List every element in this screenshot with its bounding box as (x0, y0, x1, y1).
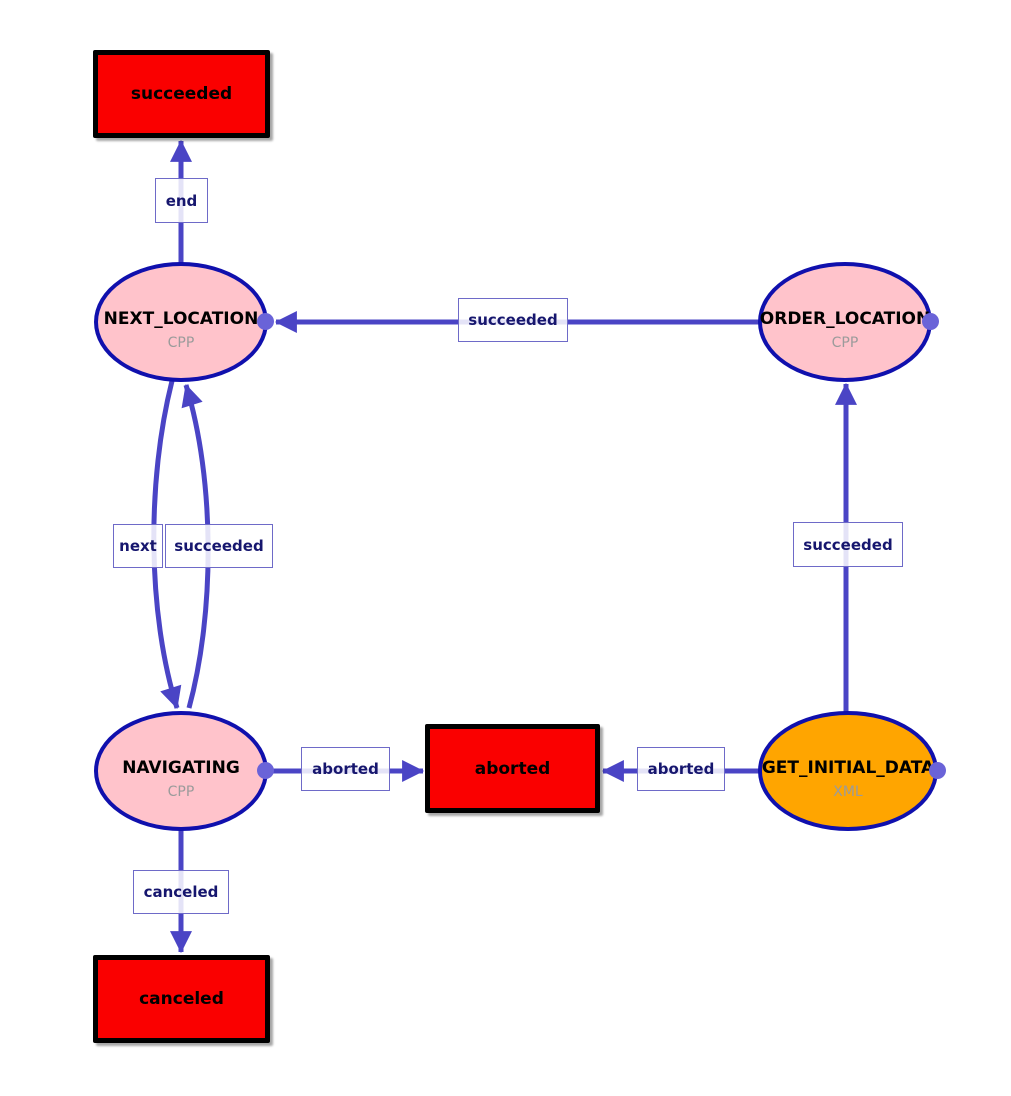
edge-label-aborted-from-navigating[interactable]: aborted (301, 747, 390, 791)
edge-label-canceled[interactable]: canceled (133, 870, 229, 914)
port-dot-next-location[interactable] (257, 313, 274, 330)
final-state-succeeded[interactable]: succeeded (93, 50, 270, 138)
state-next-location-label: NEXT_LOCATION (103, 308, 259, 329)
port-dot-order-location[interactable] (922, 313, 939, 330)
state-order-location[interactable]: ORDER_LOCATION CPP (758, 262, 932, 382)
edge-label-end[interactable]: end (155, 178, 208, 223)
edge-label-aborted-from-get[interactable]: aborted (637, 747, 725, 791)
state-next-location-type: CPP (167, 334, 195, 351)
state-next-location[interactable]: NEXT_LOCATION CPP (94, 262, 268, 382)
edge-label-succeeded-navigating-to-next[interactable]: succeeded (165, 524, 273, 568)
state-order-location-label: ORDER_LOCATION (759, 308, 931, 329)
port-dot-get-initial-data[interactable] (929, 762, 946, 779)
edge-label-succeeded-order-to-next[interactable]: succeeded (458, 298, 568, 342)
state-get-initial-data-type: XML (833, 783, 863, 800)
state-navigating[interactable]: NAVIGATING CPP (94, 711, 268, 831)
edge-label-next[interactable]: next (113, 524, 163, 568)
state-get-initial-data-label: GET_INITIAL_DATA (761, 757, 935, 778)
state-navigating-label: NAVIGATING (122, 757, 240, 778)
state-get-initial-data[interactable]: GET_INITIAL_DATA XML (758, 711, 938, 831)
final-state-aborted[interactable]: aborted (425, 724, 600, 813)
state-order-location-type: CPP (831, 334, 859, 351)
port-dot-navigating[interactable] (257, 762, 274, 779)
final-state-canceled[interactable]: canceled (93, 955, 270, 1043)
state-navigating-type: CPP (167, 783, 195, 800)
edge-label-succeeded-get-to-order[interactable]: succeeded (793, 522, 903, 567)
